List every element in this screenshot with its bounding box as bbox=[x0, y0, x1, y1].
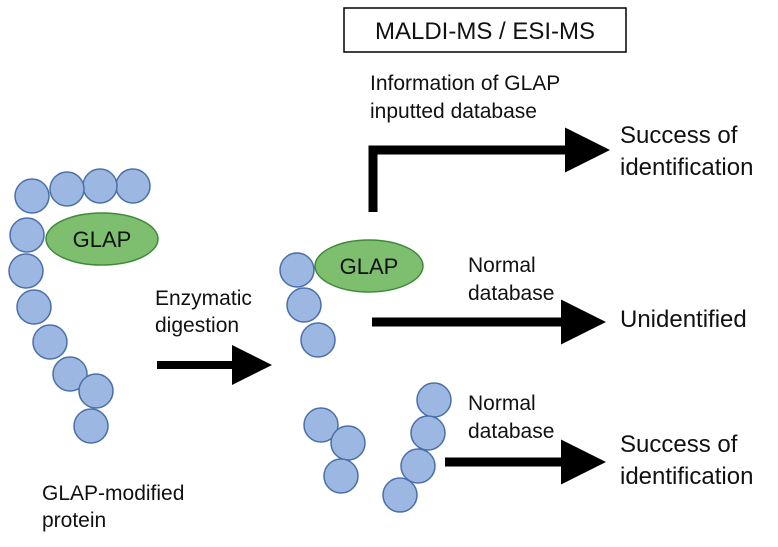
unmodified-peptides bbox=[303, 382, 452, 513]
amino-acid-residue bbox=[323, 458, 359, 494]
route1-result-line1: Success of bbox=[620, 122, 738, 149]
method-box: MALDI-MS / ESI-MS bbox=[343, 7, 627, 53]
amino-acid-residue bbox=[52, 356, 88, 392]
amino-acid-residue bbox=[115, 168, 151, 204]
amino-acid-residue bbox=[16, 289, 52, 325]
digestion-label-line2: digestion bbox=[155, 314, 239, 337]
amino-acid-residue bbox=[14, 178, 50, 214]
route3-db-line2: database bbox=[468, 420, 554, 443]
glap-tag-protein: GLAP bbox=[45, 212, 159, 266]
amino-acid-residue bbox=[303, 407, 339, 443]
glap-peptide: GLAP bbox=[279, 239, 424, 358]
amino-acid-residue bbox=[8, 253, 44, 289]
route1-result-line2: identification bbox=[620, 154, 753, 181]
amino-acid-residue bbox=[9, 217, 45, 253]
amino-acid-residue bbox=[49, 171, 85, 207]
protein-caption-line2: protein bbox=[42, 509, 106, 532]
amino-acid-residue bbox=[286, 287, 322, 323]
glap-tag-peptide: GLAP bbox=[314, 239, 424, 293]
amino-acid-residue bbox=[330, 425, 366, 461]
route1-db-line2: inputted database bbox=[370, 100, 537, 123]
amino-acid-residue bbox=[73, 408, 109, 444]
glap-modified-protein: GLAP GLAP-modified protein bbox=[8, 168, 184, 532]
glap-tag-label: GLAP bbox=[73, 227, 132, 252]
digestion-label-line1: Enzymatic bbox=[155, 287, 252, 310]
amino-acid-residue bbox=[78, 373, 114, 409]
route1-db-line1: Information of GLAP bbox=[370, 72, 560, 95]
route-glap-database: Information of GLAP inputted database Su… bbox=[368, 72, 753, 212]
amino-acid-residue bbox=[410, 415, 446, 451]
method-box-label: MALDI-MS / ESI-MS bbox=[375, 18, 595, 45]
glap-tag-label: GLAP bbox=[340, 254, 399, 279]
amino-acid-residue bbox=[400, 448, 436, 484]
amino-acid-residue bbox=[416, 382, 452, 418]
route1-arrow bbox=[368, 127, 610, 212]
protein-caption-line1: GLAP-modified bbox=[42, 482, 184, 505]
route2-db-line2: database bbox=[468, 282, 554, 305]
route3-result-line2: identification bbox=[620, 463, 753, 490]
route-normal-database-modified: Normal database Unidentified bbox=[372, 254, 747, 345]
amino-acid-residue bbox=[82, 168, 118, 204]
glap-peptide-residues bbox=[279, 252, 336, 358]
digestion-step: Enzymatic digestion bbox=[155, 287, 272, 385]
route3-db-line1: Normal bbox=[468, 392, 536, 415]
amino-acid-residue bbox=[32, 324, 68, 360]
route2-result-line1: Unidentified bbox=[620, 306, 747, 333]
amino-acid-residue bbox=[279, 252, 315, 288]
protein-residue-chain bbox=[8, 168, 151, 444]
amino-acid-residue bbox=[382, 477, 418, 513]
route-normal-database-unmodified: Normal database Success of identificatio… bbox=[445, 392, 753, 490]
amino-acid-residue bbox=[300, 322, 336, 358]
route2-db-line1: Normal bbox=[468, 254, 536, 277]
route3-result-line1: Success of bbox=[620, 431, 738, 458]
